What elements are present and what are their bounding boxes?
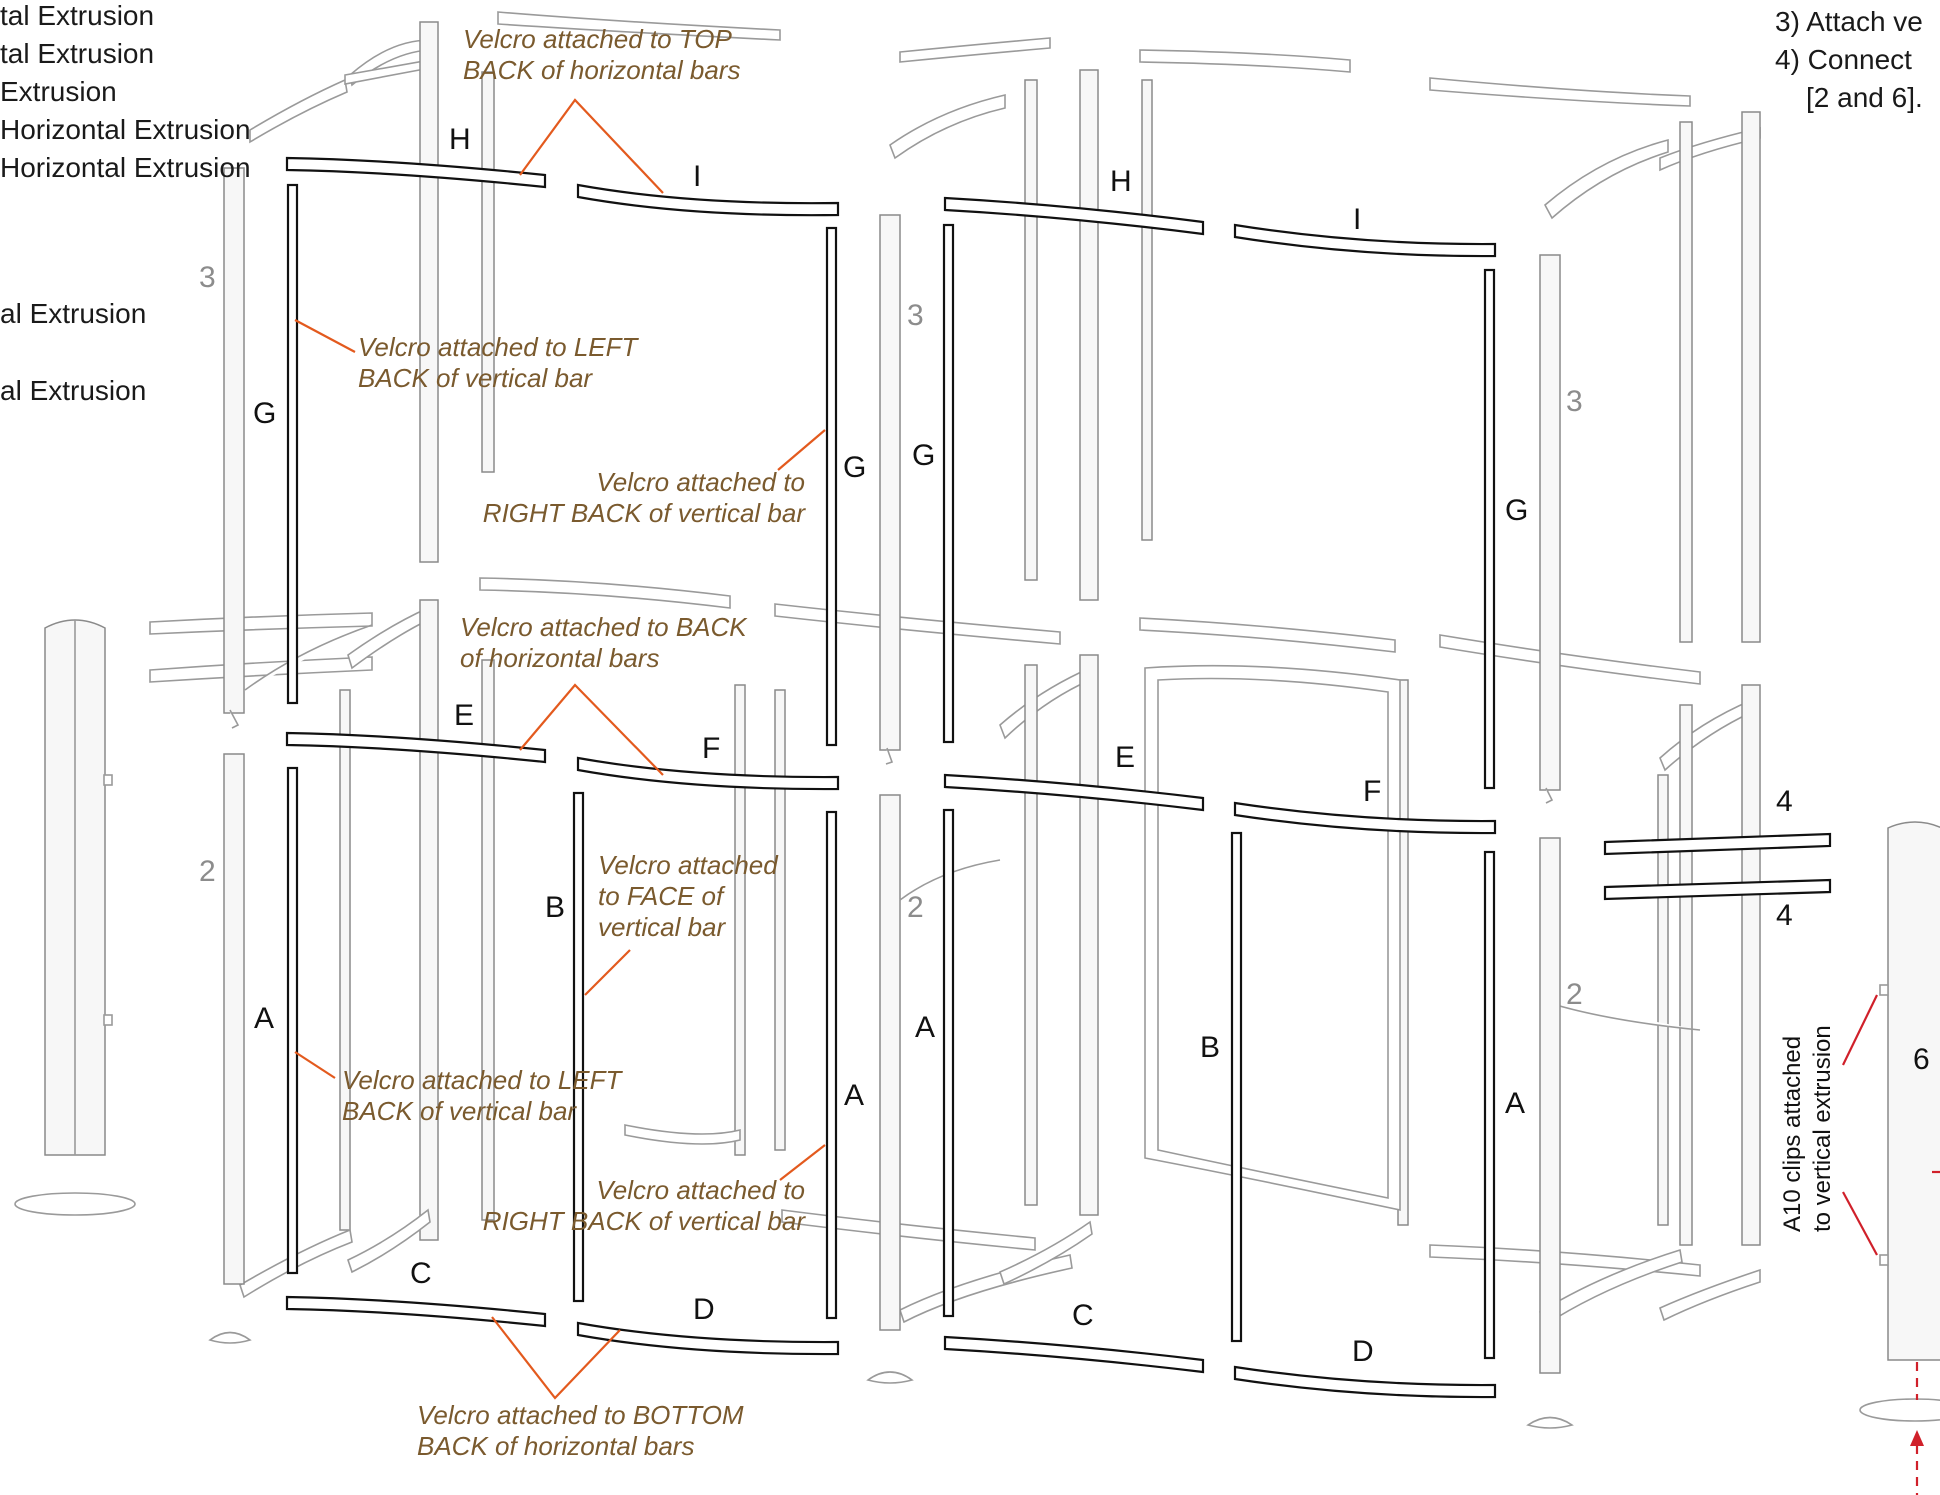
velcro-note-face-vertical: Velcro attached to FACE of vertical bar (598, 850, 778, 942)
part-label-i: I (693, 160, 702, 193)
post-number-2: 2 (199, 855, 216, 888)
part-label-a: A (1505, 1087, 1526, 1120)
part-label-f: F (1363, 775, 1382, 808)
part-label-b: B (1200, 1031, 1221, 1064)
leader-lines (294, 98, 826, 1400)
part-label-f: F (702, 732, 721, 765)
instruction-step: 4) Connect (1775, 44, 1912, 75)
legend-item: al Extrusion (0, 298, 147, 329)
legend-item: Horizontal Extrusion (0, 152, 251, 183)
part-label-a: A (844, 1079, 865, 1112)
legend-item: tal Extrusion (0, 0, 155, 31)
velcro-note-bottom-back: Velcro attached to BOTTOM BACK of horizo… (417, 1400, 744, 1461)
legend-item: Extrusion (0, 76, 117, 107)
velcro-note-right-back-upper: Velcro attached to RIGHT BACK of vertica… (482, 467, 805, 528)
velcro-note-left-back-upper: Velcro attached to LEFT BACK of vertical… (358, 332, 638, 393)
part-label-a: A (915, 1011, 936, 1044)
part-label-b: B (545, 891, 566, 924)
posts-right-column (1526, 254, 1574, 1429)
part-label-a: A (254, 1002, 275, 1035)
standalone-post-left (14, 619, 136, 1216)
posts-centre-column (866, 214, 1001, 1384)
velcro-note-right-back-lower: Velcro attached to RIGHT BACK of vertica… (482, 1175, 805, 1236)
posts-left-column (208, 167, 373, 1344)
part-label-g: G (843, 451, 867, 484)
part-label-e: E (454, 699, 475, 732)
part-label-d: D (1352, 1335, 1374, 1368)
post-number-2: 2 (907, 891, 924, 924)
part-label-c: C (410, 1257, 432, 1290)
connector-number-4: 4 (1776, 785, 1793, 818)
panel-bars (285, 156, 1497, 1399)
legend-item: al Extrusion (0, 375, 147, 406)
part-label-d: D (693, 1293, 715, 1326)
part-label-c: C (1072, 1299, 1094, 1332)
part-label-h: H (449, 123, 471, 156)
post-number-3: 3 (199, 261, 216, 294)
post-number-3: 3 (907, 299, 924, 332)
part-label-g: G (912, 439, 936, 472)
part-label-i: I (1353, 203, 1362, 236)
post-number-3: 3 (1566, 385, 1583, 418)
velcro-note-back-horizontal: Velcro attached to BACK of horizontal ba… (460, 612, 747, 673)
part-label-e: E (1115, 741, 1136, 774)
legend-item: Horizontal Extrusion (0, 114, 251, 145)
part-label-g: G (253, 397, 277, 430)
velcro-note-top-back: Velcro attached to TOP BACK of horizonta… (463, 24, 741, 85)
instruction-step: [2 and 6]. (1806, 82, 1923, 113)
post-number-6: 6 (1913, 1043, 1930, 1076)
post-6-detail (1603, 821, 1940, 1495)
part-label-g: G (1505, 494, 1529, 527)
connector-number-4: 4 (1776, 899, 1793, 932)
background-frame (149, 11, 1761, 1327)
velcro-note-left-back-lower: Velcro attached to LEFT BACK of vertical… (342, 1065, 622, 1126)
part-label-h: H (1110, 165, 1132, 198)
instruction-step: 3) Attach ve (1775, 6, 1923, 37)
post-number-2: 2 (1566, 978, 1583, 1011)
clips-label: A10 clips attached to vertical extrusion (1779, 1025, 1836, 1232)
legend-item: tal Extrusion (0, 38, 155, 69)
